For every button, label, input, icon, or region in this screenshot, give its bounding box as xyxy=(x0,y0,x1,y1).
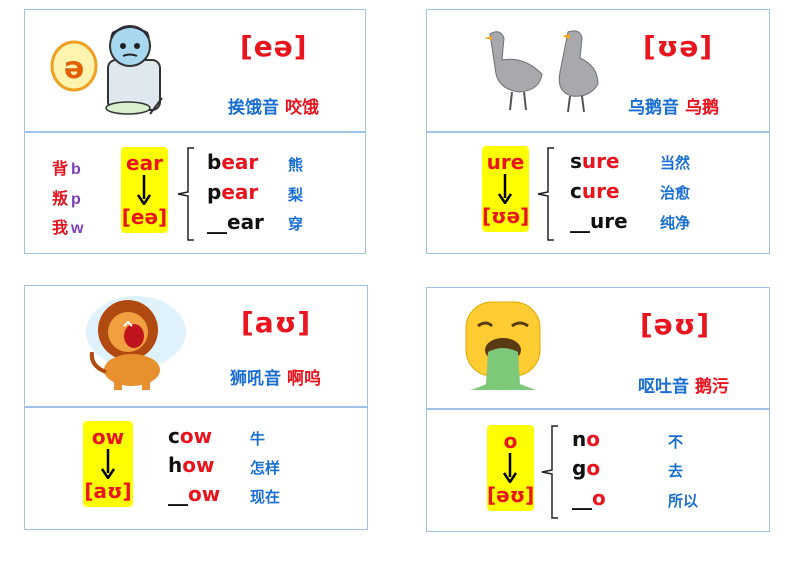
word-item: no xyxy=(572,427,600,451)
mnemonic-char: 叛 xyxy=(52,191,69,208)
vowel-ipa: [əʊ] xyxy=(487,483,535,507)
caption-red: 乌鹅 xyxy=(685,98,719,117)
down-arrow-icon xyxy=(137,175,151,205)
vowel-ipa: [eə] xyxy=(121,205,168,229)
card-o-words xyxy=(426,409,770,532)
ipa-symbol: [əʊ] xyxy=(640,308,711,341)
caption-blue: 呕吐音 xyxy=(638,377,689,396)
word-item: __ure xyxy=(570,209,628,233)
down-arrow-icon xyxy=(503,453,517,483)
vowel-highlight: ow [aʊ] xyxy=(83,421,133,507)
card-ea-words xyxy=(24,132,366,254)
geese-icon xyxy=(484,30,599,113)
word-item: __ear xyxy=(207,210,264,234)
word-meaning: 怎样 xyxy=(250,460,281,477)
word-meaning: 治愈 xyxy=(660,185,691,202)
caption-red: 啊呜 xyxy=(287,369,321,388)
brace-icon xyxy=(177,147,194,241)
vowel-highlight: ear [eə] xyxy=(121,147,168,233)
word-meaning: 穿 xyxy=(288,216,304,233)
word-meaning: 去 xyxy=(668,463,684,480)
mnemonic-letter: p xyxy=(71,191,81,208)
word-item: cow xyxy=(168,424,213,448)
word-item: how xyxy=(168,453,215,477)
word-item: go xyxy=(572,456,601,480)
word-item: cure xyxy=(570,179,620,203)
mnemonic-caption: 狮吼音啊呜 xyxy=(230,364,321,389)
caption-blue: 狮吼音 xyxy=(230,369,281,388)
down-arrow-icon xyxy=(101,449,115,479)
hungry-man-icon: ə xyxy=(50,25,163,115)
word-item: pear xyxy=(207,180,259,204)
caption-red: 鹅污 xyxy=(695,377,729,396)
card-ow-header xyxy=(24,285,368,407)
ipa-symbol: [eə] xyxy=(240,30,308,63)
vomiting-face-icon xyxy=(465,301,541,390)
card-ow-words xyxy=(24,407,368,530)
vowel-letters: o xyxy=(503,429,518,453)
mnemonic-letter: w xyxy=(71,220,84,237)
roaring-lion-icon xyxy=(86,296,186,390)
caption-blue: 乌鹅音 xyxy=(628,98,679,117)
mnemonic-caption: 乌鹅音乌鹅 xyxy=(628,93,719,118)
svg-text:ə: ə xyxy=(64,51,84,86)
vowel-ipa: [aʊ] xyxy=(84,479,132,503)
word-item: bear xyxy=(207,150,259,174)
ipa-symbol: [aʊ] xyxy=(241,306,312,339)
mnemonic-char: 背 xyxy=(52,161,69,178)
word-meaning: 不 xyxy=(668,434,684,451)
vowel-letters: ear xyxy=(126,151,163,175)
down-arrow-icon xyxy=(498,174,512,204)
word-meaning: 所以 xyxy=(668,493,699,510)
vowel-highlight: ure [ʊə] xyxy=(482,146,529,232)
vowel-letters: ure xyxy=(486,150,525,174)
brace-icon xyxy=(537,147,554,241)
word-meaning: 牛 xyxy=(250,431,266,448)
card-ure-header xyxy=(426,9,770,132)
mnemonic-char: 我 xyxy=(52,220,69,237)
mnemonic-letter: b xyxy=(71,161,81,178)
word-meaning: 当然 xyxy=(660,155,691,172)
word-item: __ow xyxy=(168,482,221,506)
word-item: __o xyxy=(572,486,606,510)
vowel-highlight: o [əʊ] xyxy=(487,425,534,511)
mnemonic-caption: 呕吐音鹅污 xyxy=(638,372,729,397)
vowel-ipa: [ʊə] xyxy=(482,204,530,228)
caption-blue: 挨饿音 xyxy=(228,98,279,117)
ipa-symbol: [ʊə] xyxy=(643,30,714,63)
mnemonic-caption: 挨饿音咬饿 xyxy=(228,93,319,118)
brace-icon xyxy=(541,425,558,519)
word-meaning: 现在 xyxy=(250,489,281,506)
word-meaning: 梨 xyxy=(288,187,304,204)
word-meaning: 熊 xyxy=(288,157,304,174)
word-meaning: 纯净 xyxy=(660,215,691,232)
word-item: sure xyxy=(570,149,620,173)
caption-red: 咬饿 xyxy=(285,98,319,117)
vowel-letters: ow xyxy=(91,425,125,449)
